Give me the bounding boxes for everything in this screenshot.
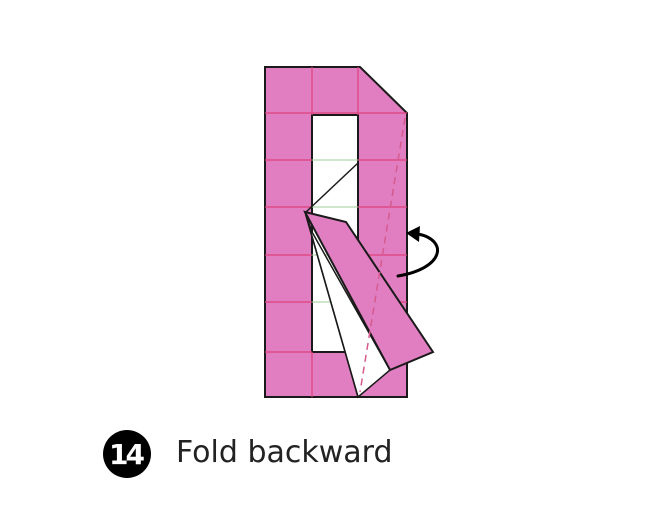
- folded-strip: [303, 210, 435, 372]
- step-number: 14: [109, 437, 145, 471]
- step-caption: Fold backward: [176, 435, 393, 470]
- flap-edge: [304, 211, 359, 398]
- step-number-badge: 14: [103, 430, 151, 478]
- fold-guide-dashed: [359, 117, 406, 393]
- diagonal-crease: [305, 162, 359, 213]
- curved-fold-arrow-icon: [396, 226, 439, 278]
